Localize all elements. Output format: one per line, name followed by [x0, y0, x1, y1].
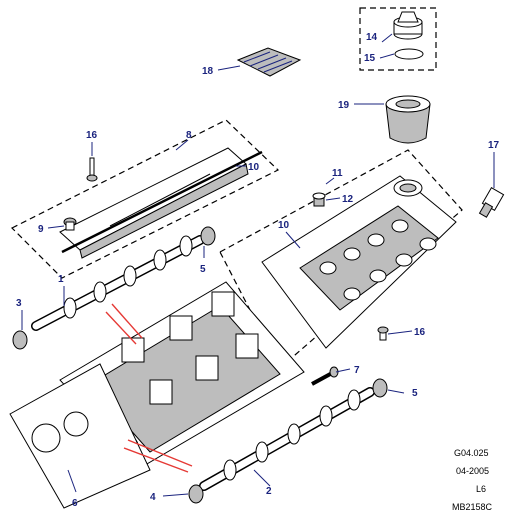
- ref-date: 04-2005: [456, 466, 489, 476]
- oil-cap-seal: [394, 48, 424, 60]
- gasket-pad: [236, 47, 302, 77]
- callout-9: 9: [38, 224, 44, 235]
- callout-7: 7: [354, 365, 360, 376]
- oil-filler-cap: [393, 11, 423, 40]
- callout-16-lower: 16: [414, 327, 426, 338]
- red-indicator-lines: [105, 303, 193, 473]
- ref-drawing-number: MB2158C: [452, 502, 493, 512]
- callout-3: 3: [16, 298, 22, 309]
- callout-16-top: 16: [86, 130, 98, 141]
- leader-lines: [21, 33, 495, 497]
- callout-2: 2: [266, 486, 272, 497]
- bolt-7: [311, 366, 339, 386]
- callout-6: 6: [72, 498, 78, 509]
- head-gasket: [9, 363, 151, 509]
- seal-5-lower: [372, 378, 388, 398]
- cover-gasket-strip: [61, 150, 263, 254]
- callout-8: 8: [186, 130, 192, 141]
- camshaft-cover: [59, 147, 249, 259]
- callout-11: 11: [332, 168, 343, 179]
- callout-10-upper: 10: [248, 162, 260, 173]
- bolt-16-lower: [377, 326, 389, 341]
- callout-5-upper: 5: [200, 264, 206, 275]
- callout-18: 18: [202, 66, 214, 77]
- callout-15: 15: [364, 53, 376, 64]
- callout-4: 4: [150, 492, 156, 503]
- seal-4: [188, 484, 204, 504]
- oil-filler-neck: [385, 95, 431, 144]
- camshaft-lower: [199, 387, 375, 491]
- sensor-17: [478, 187, 505, 218]
- cam-cover-group-box: [10, 119, 280, 279]
- seal-5-upper: [200, 226, 216, 246]
- seal-3: [12, 330, 28, 350]
- bolt-9: [63, 217, 77, 231]
- oil-cap-group-box: [359, 7, 437, 71]
- valve-cover-group-box: [219, 149, 463, 369]
- callout-12: 12: [342, 194, 354, 205]
- callout-10-lower: 10: [278, 220, 290, 231]
- valve-cover: [261, 175, 457, 349]
- callout-5-lower: 5: [412, 388, 418, 399]
- ref-model: L6: [476, 484, 486, 494]
- callout-14: 14: [366, 32, 378, 43]
- callout-19: 19: [338, 100, 350, 111]
- camshaft-upper: [31, 235, 205, 331]
- ref-code: G04.025: [454, 448, 489, 458]
- callout-1: 1: [58, 274, 64, 285]
- bolt-16-top: [86, 157, 98, 182]
- breather-plug-12: [312, 192, 326, 207]
- callout-17: 17: [488, 140, 500, 151]
